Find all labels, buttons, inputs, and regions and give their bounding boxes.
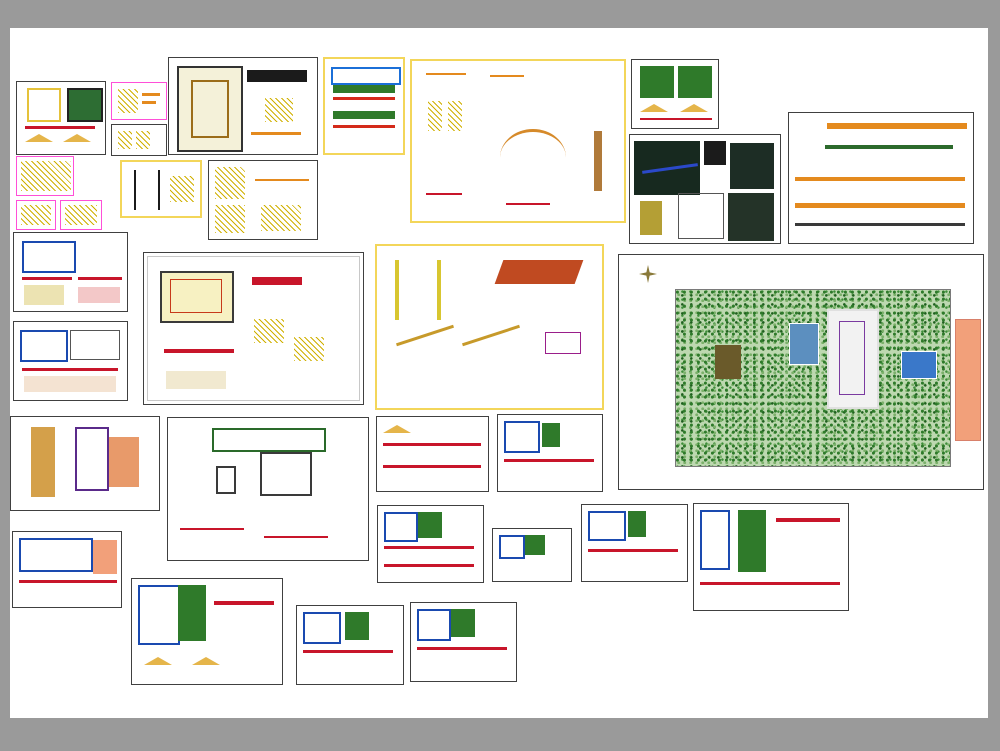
drawing-sheet-gym-plan[interactable] <box>143 252 364 405</box>
drawing-sheet-roof-plan[interactable] <box>16 81 106 155</box>
drawing-sheet-location-maps[interactable] <box>629 134 781 244</box>
drawing-sheet-toilets[interactable] <box>323 57 405 155</box>
drawing-sheet-details-a[interactable] <box>111 82 167 120</box>
drawing-sheet-details-e[interactable] <box>60 200 102 230</box>
drawing-sheet-block-f[interactable] <box>693 503 849 611</box>
drawing-sheet-sports-plan[interactable] <box>167 417 369 561</box>
drawing-canvas[interactable] <box>10 28 988 718</box>
drawing-sheet-block-e[interactable] <box>581 504 688 582</box>
drawing-sheet-block-elevations[interactable] <box>631 59 719 129</box>
drawing-sheet-foundation-details[interactable] <box>208 160 318 240</box>
drawing-sheet-elevations-b[interactable] <box>497 414 603 492</box>
drawing-sheet-column-details[interactable] <box>120 160 202 218</box>
drawing-sheet-details-c[interactable] <box>16 156 74 196</box>
drawing-sheet-classroom-b[interactable] <box>13 321 128 401</box>
drawing-sheet-details-b[interactable] <box>111 124 167 156</box>
drawing-sheet-elevations-a[interactable] <box>376 416 489 492</box>
drawing-sheet-block-h[interactable] <box>296 605 404 685</box>
drawing-sheet-block-c[interactable] <box>377 505 484 583</box>
drawing-sheet-court-plan[interactable] <box>168 57 318 155</box>
drawing-sheet-block-i[interactable] <box>410 602 517 682</box>
master-site-plan[interactable] <box>618 254 984 490</box>
drawing-sheet-roof-details[interactable] <box>375 244 604 410</box>
drawing-sheet-block-d[interactable] <box>492 528 572 582</box>
drawing-sheet-site-elevations[interactable] <box>788 112 974 244</box>
drawing-sheet-classroom-c[interactable] <box>12 531 122 608</box>
drawing-sheet-block-g[interactable] <box>131 578 283 685</box>
drawing-sheet-details-d[interactable] <box>16 200 56 230</box>
drawing-sheet-layout-plan[interactable] <box>10 416 160 511</box>
north-arrow-icon <box>639 265 657 283</box>
drawing-sheet-structural-details[interactable] <box>410 59 626 223</box>
drawing-sheet-classroom-a[interactable] <box>13 232 128 312</box>
